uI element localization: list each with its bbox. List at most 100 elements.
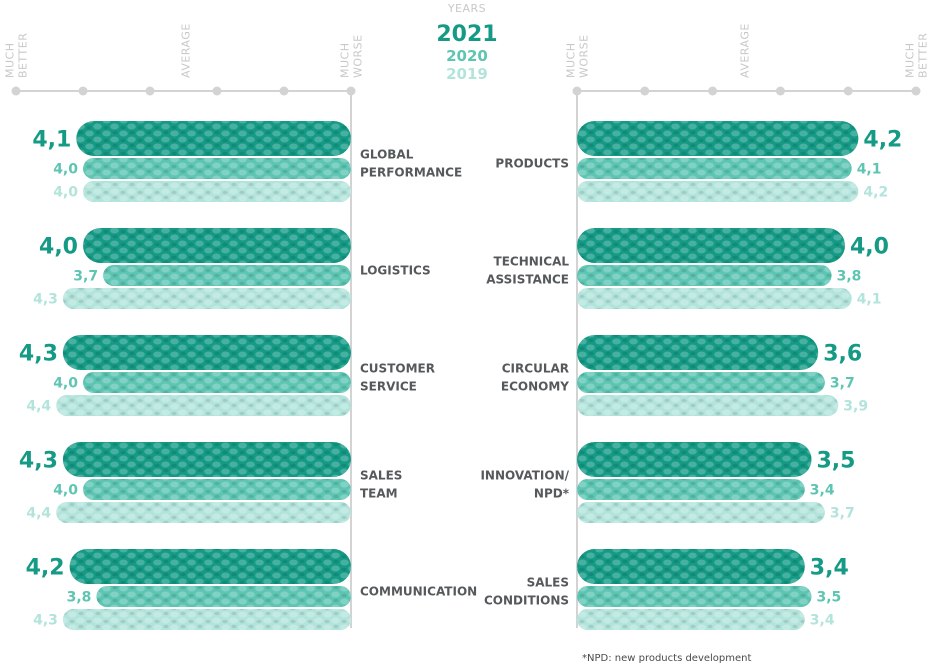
- scale-axes: [11, 86, 921, 628]
- footnote: *NPD: new products development: [582, 653, 752, 664]
- bar-texture: [577, 228, 845, 263]
- category-label: PERFORMANCE: [360, 166, 462, 180]
- category-label: CIRCULAR: [502, 362, 569, 376]
- bar-texture: [577, 549, 805, 584]
- value-label: 4,2: [863, 127, 902, 152]
- bar-texture: [76, 121, 352, 156]
- category-label: INNOVATION/: [480, 469, 569, 483]
- bar-texture: [62, 335, 352, 370]
- scale-label-right: BETTER: [917, 33, 930, 78]
- value-label: 3,7: [830, 506, 855, 522]
- bar-texture: [577, 121, 859, 156]
- value-label: 4,0: [53, 162, 78, 178]
- value-label: 4,3: [33, 292, 58, 308]
- value-label: 3,6: [823, 341, 862, 366]
- category-label: TECHNICAL: [494, 255, 570, 269]
- category-label: NPD*: [534, 487, 570, 501]
- scale-dot: [11, 86, 21, 96]
- value-label: 3,5: [817, 590, 842, 606]
- value-label: 4,2: [26, 555, 65, 580]
- category-label: LOGISTICS: [360, 264, 431, 278]
- value-label: 3,4: [810, 613, 835, 629]
- bar-texture: [577, 372, 825, 393]
- value-label: 4,0: [53, 185, 78, 201]
- category-label: CUSTOMER: [360, 362, 435, 376]
- value-label: 4,3: [19, 341, 58, 366]
- bar-texture: [577, 502, 825, 523]
- category-label: SALES: [527, 576, 569, 590]
- scale-dot: [775, 86, 785, 96]
- scale-label-left: MUCH: [4, 43, 17, 79]
- bar-texture: [577, 479, 805, 500]
- value-label: 3,9: [843, 399, 868, 415]
- bar-texture: [62, 288, 352, 309]
- category-label: TEAM: [360, 487, 398, 501]
- category-label: SALES: [360, 469, 402, 483]
- scale-label-left: AVERAGE: [180, 23, 193, 78]
- value-label: 3,4: [810, 555, 849, 580]
- scale-dot: [843, 86, 853, 96]
- scale-label-right: MUCH: [565, 43, 578, 79]
- value-label: 4,1: [857, 162, 882, 178]
- value-label: 3,8: [67, 590, 92, 606]
- bar-texture: [69, 549, 351, 584]
- bar-texture: [577, 335, 819, 370]
- value-label: 4,3: [33, 613, 58, 629]
- bar-texture: [577, 158, 852, 179]
- scale-label-left: WORSE: [352, 34, 365, 78]
- value-label: 4,4: [26, 506, 51, 522]
- bar-texture: [62, 609, 352, 630]
- scale-dot: [640, 86, 650, 96]
- bar-texture: [83, 372, 351, 393]
- value-label: 4,1: [32, 127, 71, 152]
- bar-texture: [577, 288, 852, 309]
- value-label: 4,4: [26, 399, 51, 415]
- scale-dot: [708, 86, 718, 96]
- bar-texture: [103, 265, 351, 286]
- value-label: 4,0: [850, 234, 889, 259]
- value-label: 3,5: [817, 448, 856, 473]
- bar-texture: [577, 609, 805, 630]
- category-label: ASSISTANCE: [486, 273, 569, 287]
- bar-texture: [96, 586, 352, 607]
- value-label: 3,8: [837, 269, 862, 285]
- category-label: CONDITIONS: [484, 594, 569, 608]
- scale-dot: [212, 86, 222, 96]
- bar-texture: [577, 395, 839, 416]
- scale-label-left: MUCH: [339, 43, 352, 79]
- scale-dot: [145, 86, 155, 96]
- legend-title: YEARS: [447, 2, 486, 15]
- category-label: ECONOMY: [501, 380, 569, 394]
- scale-dot: [78, 86, 88, 96]
- value-label: 4,1: [857, 292, 882, 308]
- bar-texture: [83, 158, 351, 179]
- bars: [56, 121, 859, 630]
- bar-texture: [83, 181, 351, 202]
- category-label: PRODUCTS: [495, 157, 569, 171]
- scale-dot: [911, 86, 921, 96]
- value-label: 4,0: [53, 376, 78, 392]
- category-label: COMMUNICATION: [360, 585, 477, 599]
- legend-year: 2021: [436, 22, 497, 47]
- value-label: 4,2: [863, 185, 888, 201]
- scale-label-left: BETTER: [17, 33, 30, 78]
- value-label: 4,0: [53, 483, 78, 499]
- bar-texture: [83, 479, 351, 500]
- value-label: 3,7: [830, 376, 855, 392]
- scale-label-right: MUCH: [904, 43, 917, 79]
- scale-label-right: WORSE: [578, 34, 591, 78]
- value-label: 3,7: [73, 269, 98, 285]
- bar-texture: [83, 228, 351, 263]
- bar-texture: [577, 265, 832, 286]
- category-label: GLOBAL: [360, 148, 414, 162]
- value-label: 4,3: [19, 448, 58, 473]
- bar-texture: [56, 395, 351, 416]
- scale-dot: [279, 86, 289, 96]
- legend-year: 2020: [446, 47, 488, 65]
- bar-texture: [56, 502, 351, 523]
- value-label: 3,4: [810, 483, 835, 499]
- bar-texture: [577, 586, 812, 607]
- scale-label-right: AVERAGE: [739, 23, 752, 78]
- bar-texture: [577, 442, 812, 477]
